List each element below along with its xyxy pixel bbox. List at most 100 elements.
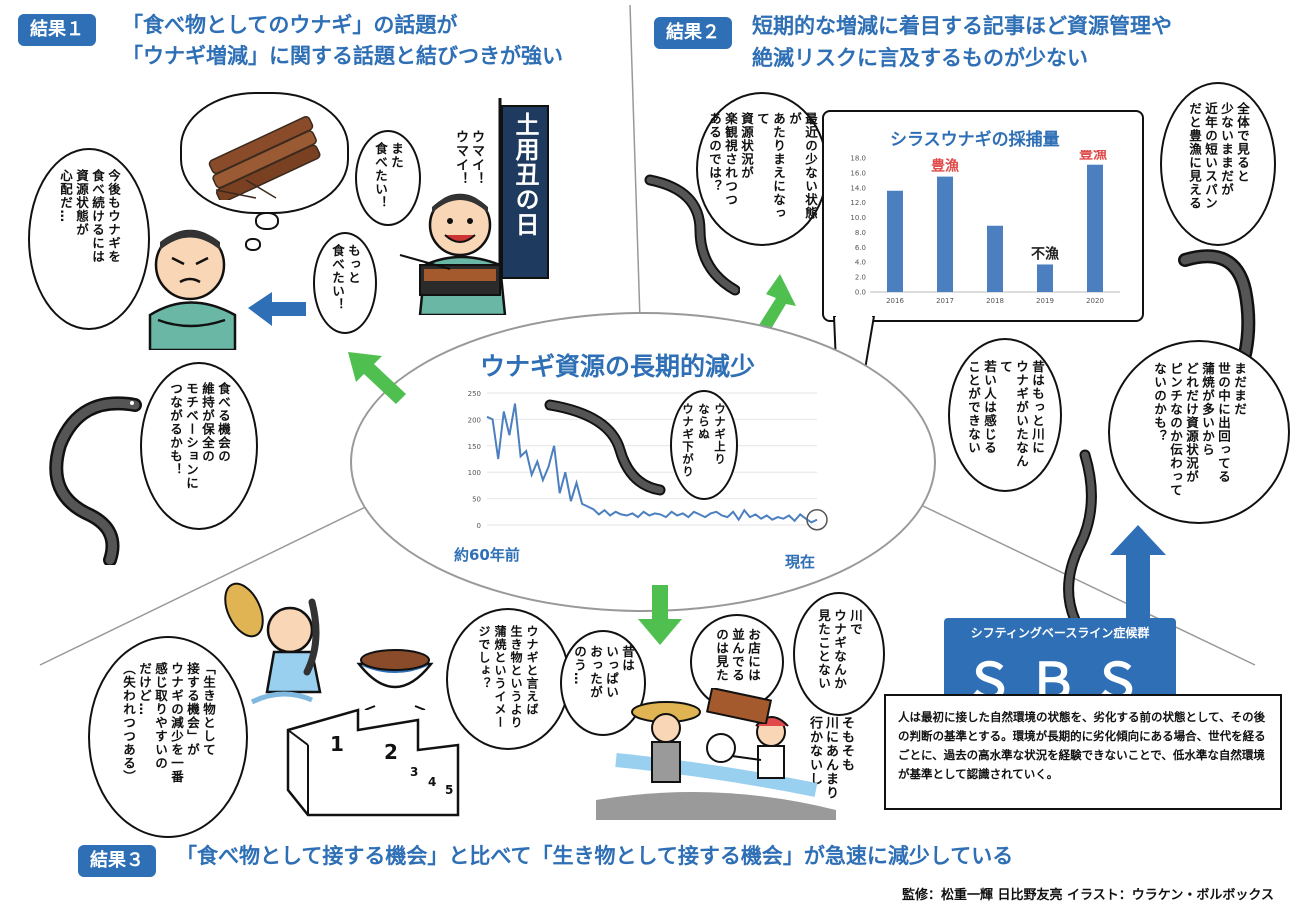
bar-chart-bar-2018 — [987, 225, 1003, 292]
bar-chart: 0.0 2.0 4.0 6.0 8.0 10.0 12.0 14.0 16.0 18.0 2016 2… — [850, 150, 1120, 305]
decline-line-chart: 0 50 100 150 200 250 — [468, 390, 828, 531]
bubble-old: 昔はもっと川に ウナギがいたなんて 若い人は感じる ことができない — [948, 338, 1062, 492]
bubble-old-text: 昔はもっと川に ウナギがいたなんて 若い人は感じる ことができない — [966, 360, 1045, 468]
exclaim-text: ウマイ！ ウマイ！ — [453, 130, 484, 186]
line-chart-highlight-circle — [806, 508, 828, 531]
bar-chart-bar-2016 — [887, 190, 903, 292]
banner-flag-icon — [498, 98, 549, 288]
bar-chart-bar-2020 — [1087, 164, 1103, 292]
bubble-still: まだまだ 世の中に出回ってる 蒲焼が多いから どれだけ資源状況が ピンチなのか伝… — [1108, 340, 1290, 524]
credit: 監修：松重一輝 日比野友亮 イラスト：ウラケン・ボルボックス — [901, 888, 1274, 903]
podium-rank-5: 5 — [445, 783, 454, 797]
bar-chart-annotation: 豊漁 — [1079, 150, 1107, 163]
arrow-green-down — [638, 585, 682, 645]
bar-chart-ytick: 14.0 — [850, 184, 866, 192]
result2-heading-line2: 絶滅リスクに言及するものが少ない — [752, 46, 1088, 70]
kabayaki-bowl-icon — [356, 649, 434, 710]
kabayaki-pack-icon — [705, 688, 773, 724]
sbs-subtitle: シフティングベースライン症候群 — [970, 626, 1150, 640]
bar-chart-ytick: 4.0 — [855, 259, 866, 267]
bubble-pun: ウナギ上り ならぬ ウナギ下がり — [670, 390, 738, 500]
bubble-still-text: まだまだ 世の中に出回ってる 蒲焼が多いから どれだけ資源状況が ピンチなのか伝… — [1152, 362, 1247, 497]
bar-chart-xtick: 2018 — [986, 297, 1004, 305]
bubble-motivation: 食べる機会の 維持が保全の モチベーションに つながるかも！ — [140, 362, 258, 530]
bar-chart-xtick: 2019 — [1036, 297, 1054, 305]
podium-rank-4: 4 — [428, 775, 437, 789]
worried-person-icon — [148, 229, 237, 350]
line-chart-ytick: 250 — [468, 390, 481, 398]
old-man-with-eel-icon — [224, 582, 322, 705]
bubble-feeling-text: 「生き物として 接する機会」が ウナギの減少を一番 感じ取りやすいの だけど… … — [121, 662, 216, 784]
line-chart-ytick: 150 — [468, 443, 481, 451]
result2-badge: 結果２ — [654, 17, 732, 49]
eel-icon-sbs — [1063, 449, 1097, 625]
bubble-worry-text: 今後もウナギを 食べ続けるには 資源状態が 心配だ… — [58, 169, 121, 264]
result3-badge: 結果３ — [78, 845, 156, 877]
bubble-recent: 最近の少ない状態が あたりまえになって 資源状況が 楽観視されつつ あるのでは？ — [696, 92, 828, 246]
result1-badge: 結果１ — [18, 14, 96, 46]
bubble-image-text: ウナギと言えば 生き物というより 蒲焼というイメージでしょ？ — [477, 625, 539, 729]
eel-icon-center — [544, 399, 666, 496]
center-ellipse — [350, 312, 936, 612]
bar-chart-ytick: 8.0 — [855, 229, 866, 237]
bubble-pun-text: ウナギ上り ならぬ ウナギ下がり — [681, 403, 727, 478]
eel-icon-top-middle — [644, 174, 740, 296]
bubble-again: また 食べたい！ — [355, 130, 421, 226]
line-chart-series — [486, 403, 818, 524]
bar-chart-ytick: 18.0 — [850, 155, 866, 163]
line-chart-ytick: 50 — [472, 496, 481, 504]
arrow-green-up-left — [348, 352, 406, 404]
bar-chart-ytick: 2.0 — [855, 274, 866, 282]
podium-rank-3: 3 — [410, 765, 419, 779]
result1-heading-line1: 「食べ物としてのウナギ」の話題が — [122, 13, 458, 37]
bar-chart-xtick: 2016 — [886, 297, 904, 305]
arrow-blue-left — [248, 292, 306, 326]
bubble-worry: 今後もウナギを 食べ続けるには 資源状態が 心配だ… — [28, 148, 150, 330]
bubble-recent-text: 最近の少ない状態が あたりまえになって 資源状況が 楽観視されつつ あるのでは？ — [707, 112, 818, 220]
bubble-shop-text: お店には 並んでる のは見た — [714, 628, 761, 682]
bar-chart-ytick: 16.0 — [850, 169, 866, 177]
thought-dot-small — [245, 238, 261, 251]
center-label-left: 約60年前 — [454, 546, 520, 564]
bar-chart-annotation: 不漁 — [1031, 245, 1059, 262]
bubble-more-text: もっと 食べたい！ — [330, 244, 361, 312]
bubble-more: もっと 食べたい！ — [313, 232, 377, 334]
line-chart-ytick: 0 — [477, 522, 481, 530]
sbs-description: 人は最初に接した自然環境の状態を、劣化する前の状態として、その後の判断の基準とす… — [884, 694, 1282, 810]
line-chart-ytick: 100 — [468, 469, 481, 477]
center-label-right: 現在 — [785, 553, 816, 571]
result1-heading-line2: 「ウナギ増減」に関する話題と結びつきが強い — [122, 44, 563, 68]
bubble-past-text: 昔は いっぱい おったが のう… — [572, 645, 635, 699]
banner-text: 土用丑の日 — [511, 112, 539, 237]
bar-chart-ytick: 0.0 — [855, 289, 866, 297]
bubble-past: 昔は いっぱい おったが のう… — [560, 630, 646, 736]
podium-icon — [286, 708, 460, 817]
bar-chart-title: シラスウナギの採捕量 — [890, 130, 1060, 150]
bar-chart-ytick: 12.0 — [850, 199, 866, 207]
bubble-river-text: 川で ウナギなんか 見たことない — [816, 609, 863, 690]
river-scene-icon — [596, 701, 836, 820]
bubble-overall: 全体で見ると 少ないままだが 近年の短いスパン だと豊漁に見える — [1160, 82, 1276, 246]
bar-chart-ytick: 6.0 — [855, 244, 866, 252]
bar-chart-bar-2019 — [1037, 264, 1053, 292]
arrow-blue-up — [1110, 525, 1166, 621]
bar-chart-bar-2017 — [937, 176, 953, 292]
podium-rank-2: 2 — [384, 740, 398, 764]
handwritten-text: そもそも 川にあんまり 行かないし — [807, 716, 854, 800]
podium-rank-1: 1 — [330, 732, 344, 756]
bar-chart-ytick: 10.0 — [850, 214, 866, 222]
bubble-again-text: また 食べたい！ — [373, 142, 404, 210]
thought-dot-large — [255, 212, 279, 230]
bubble-image: ウナギと言えば 生き物というより 蒲焼というイメージでしょ？ — [446, 608, 570, 750]
result2-heading-line1: 短期的な増減に着目する記事ほど資源管理や — [752, 14, 1172, 38]
bubble-overall-text: 全体で見ると 少ないままだが 近年の短いスパン だと豊漁に見える — [1187, 102, 1250, 210]
bubble-motivation-text: 食べる機会の 維持が保全の モチベーションに つながるかも！ — [168, 382, 231, 490]
kabayaki-skewer-icon — [208, 115, 321, 200]
line-chart-ytick: 200 — [468, 416, 481, 424]
result3-heading: 「食べ物として接する機会」と比べて「生き物として接する機会」が急速に減少している — [176, 844, 1014, 868]
bar-chart-xtick: 2020 — [1086, 297, 1104, 305]
eel-icon-left — [49, 396, 142, 565]
bar-chart-annotation: 豊漁 — [931, 158, 959, 175]
bubble-river: 川で ウナギなんか 見たことない — [793, 592, 885, 716]
